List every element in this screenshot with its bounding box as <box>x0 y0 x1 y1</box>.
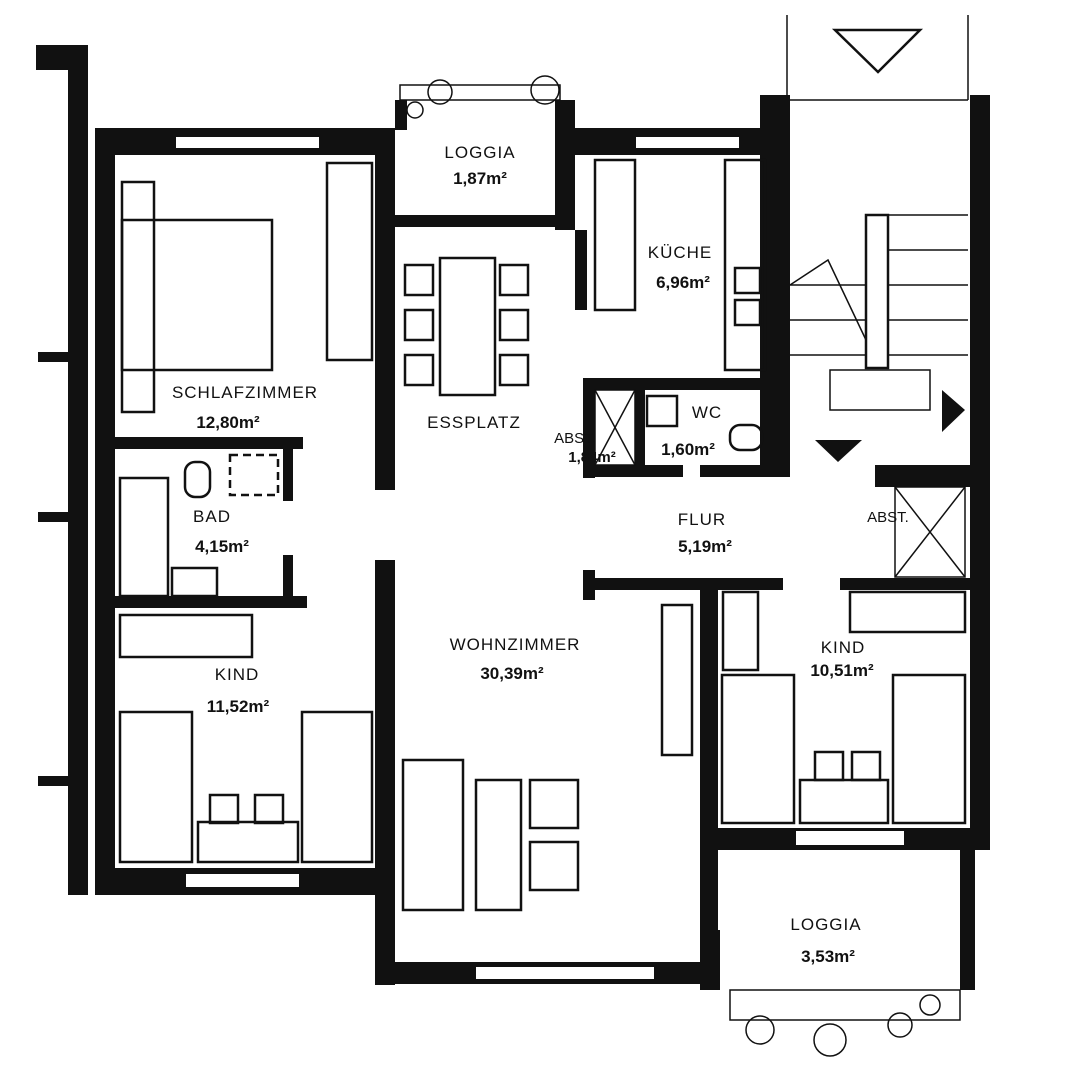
room-name-loggia-top: LOGGIA <box>444 143 515 162</box>
room-area-abst-left: 1,84m² <box>568 449 616 466</box>
room-name-wc: WC <box>692 403 722 422</box>
room-name-kueche: KÜCHE <box>648 243 713 262</box>
room-name-essplatz: ESSPLATZ <box>427 413 521 432</box>
room-area-kind-left: 11,52m² <box>207 697 270 716</box>
arrow-down-icon <box>831 28 924 74</box>
furniture <box>118 158 967 912</box>
room-labels: LOGGIA 1,87m² KÜCHE 6,96m² SCHLAFZIMMER … <box>172 143 909 966</box>
stairwell <box>786 15 969 462</box>
room-name-schlafzimmer: SCHLAFZIMMER <box>172 383 318 402</box>
room-area-wc: 1,60m² <box>661 440 715 459</box>
plants <box>399 75 961 1057</box>
room-area-loggia-bottom: 3,53m² <box>801 947 855 966</box>
windows <box>174 135 906 981</box>
room-name-flur: FLUR <box>678 510 726 529</box>
room-area-kind-right: 10,51m² <box>810 661 874 680</box>
room-area-loggia-top: 1,87m² <box>453 169 507 188</box>
room-name-kind-right: KIND <box>821 638 866 657</box>
room-area-flur: 5,19m² <box>678 537 732 556</box>
room-name-abst-left: ABST. <box>554 430 596 447</box>
room-name-kind-left: KIND <box>215 665 260 684</box>
room-name-loggia-bottom: LOGGIA <box>790 915 861 934</box>
walls <box>36 45 990 990</box>
room-name-wohnzimmer: WOHNZIMMER <box>450 635 581 654</box>
room-name-bad: BAD <box>193 507 231 526</box>
room-name-abst-right: ABST. <box>867 509 909 526</box>
room-area-schlafzimmer: 12,80m² <box>196 413 260 432</box>
room-area-bad: 4,15m² <box>195 537 249 556</box>
room-area-wohnzimmer: 30,39m² <box>480 664 544 683</box>
arrow-down-icon <box>815 440 862 462</box>
room-area-kueche: 6,96m² <box>656 273 710 292</box>
arrow-right-icon <box>942 390 965 432</box>
